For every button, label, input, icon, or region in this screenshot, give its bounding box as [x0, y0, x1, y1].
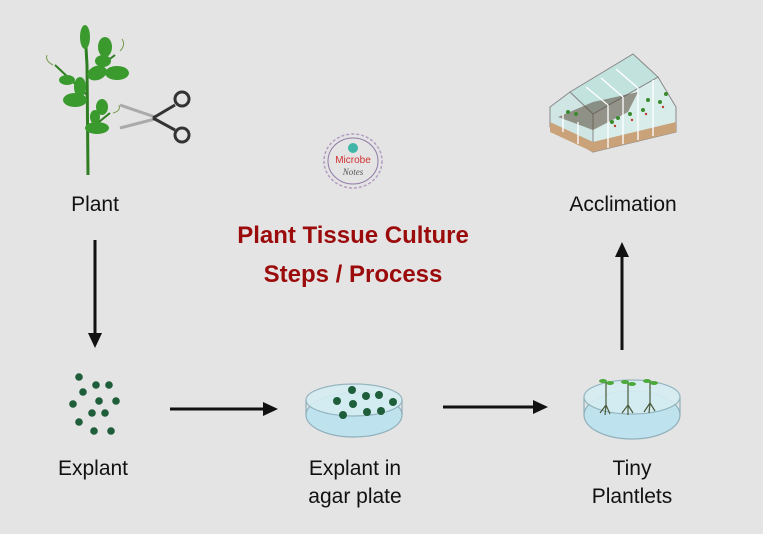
plant-icon	[46, 25, 129, 176]
plant-with-scissors-icon	[46, 25, 191, 176]
scissors-icon	[119, 90, 191, 144]
logo-text-microbe: Microbe	[335, 155, 371, 166]
step-label-plantlets-line2: Plantlets	[591, 485, 673, 508]
diagram-title-line1: Plant Tissue Culture	[237, 222, 469, 249]
explant-dots-icon	[69, 373, 120, 435]
step-label-explant: Explant	[57, 457, 129, 480]
arrow-down-icon	[88, 240, 102, 348]
arrow-right-icon	[170, 402, 278, 416]
logo-text-notes: Notes	[342, 167, 364, 177]
step-label-acclimation: Acclimation	[569, 193, 677, 216]
step-label-plantlets-line1: Tiny	[612, 457, 652, 480]
diagram-title-line2: Steps / Process	[263, 261, 443, 288]
step-label-agar-line2: agar plate	[308, 485, 402, 508]
step-label-plant: Plant	[71, 193, 119, 216]
petri-dish-plantlets-icon	[583, 379, 681, 440]
arrow-right-icon	[443, 400, 548, 414]
step-label-agar-line1: Explant in	[308, 457, 402, 480]
greenhouse-icon	[549, 53, 677, 153]
dna-ring-icon	[323, 133, 383, 189]
step-label-plantlets: Tiny Plantlets	[572, 455, 692, 511]
step-label-agar: Explant in agar plate	[285, 455, 425, 511]
arrow-up-icon	[615, 242, 629, 350]
petri-dish-explant-icon	[305, 383, 403, 438]
microbe-notes-logo: Microbe Notes	[322, 132, 384, 190]
